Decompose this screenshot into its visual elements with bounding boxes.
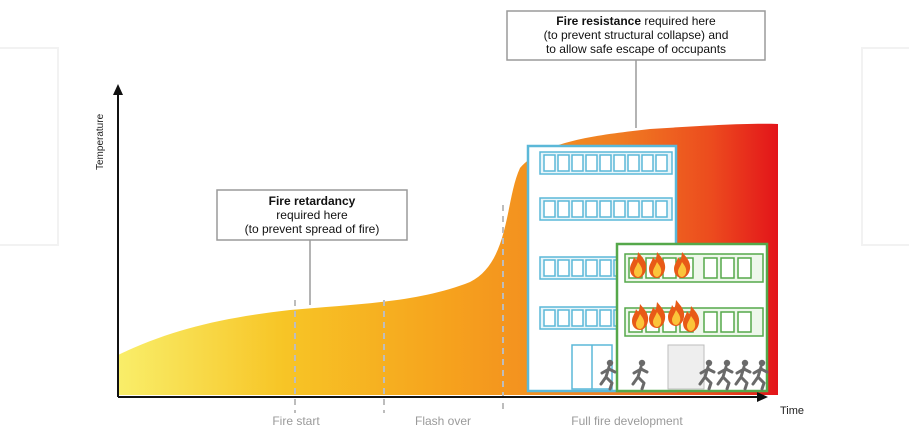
callout-retardancy-line3: (to prevent spread of fire) bbox=[245, 222, 380, 236]
phase-label-flash-over: Flash over bbox=[415, 414, 471, 428]
callout-resistance-line1-rest: required here bbox=[641, 14, 716, 28]
y-axis-label: Temperature bbox=[95, 113, 106, 170]
exit-door bbox=[667, 344, 705, 390]
callout-resistance-line2: (to prevent structural collapse) and bbox=[544, 28, 729, 42]
callout-retardancy-line2: required here bbox=[276, 208, 348, 222]
y-axis-arrow-icon bbox=[113, 84, 123, 95]
window-rows bbox=[539, 151, 673, 330]
axes bbox=[113, 84, 768, 402]
callout-retardancy-title: Fire retardancy bbox=[269, 194, 356, 208]
callout-retardancy: Fire retardancy required here (to preven… bbox=[216, 189, 408, 305]
callout-resistance-line3: to allow safe escape of occupants bbox=[546, 42, 726, 56]
phase-label-fire-start: Fire start bbox=[272, 414, 320, 428]
callout-resistance-line1: Fire resistance required here bbox=[556, 14, 716, 28]
callout-resistance: Fire resistance required here (to preven… bbox=[506, 10, 766, 128]
x-axis-arrow-icon bbox=[757, 392, 768, 402]
phase-dividers bbox=[294, 205, 504, 413]
background-decoration bbox=[0, 47, 909, 246]
x-axis-label: Time bbox=[780, 405, 804, 417]
phase-label-full-development: Full fire development bbox=[571, 414, 683, 428]
callout-resistance-title: Fire resistance bbox=[556, 14, 641, 28]
